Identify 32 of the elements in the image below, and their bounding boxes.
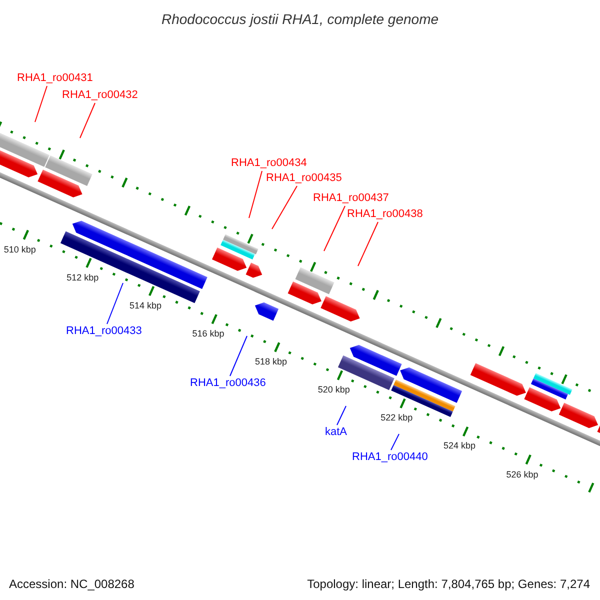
leader-line — [106, 282, 124, 324]
gene-label: RHA1_ro00437 — [313, 192, 389, 205]
leader-line — [230, 336, 248, 376]
gene-label: RHA1_ro00434 — [231, 157, 307, 170]
genome-info-text: Topology: linear; Length: 7,804,765 bp; Genes: 7,274 — [307, 576, 590, 593]
gene-label: RHA1_ro00435 — [266, 172, 342, 185]
scale-label: 512 kbp — [66, 272, 99, 284]
scale-label: 514 kbp — [129, 300, 162, 312]
leader-line — [390, 434, 400, 450]
diagram-title: Rhodococcus jostii RHA1, complete genome — [160, 10, 440, 29]
gene-label: RHA1_ro00436 — [190, 377, 266, 390]
scale-label: 510 kbp — [4, 244, 36, 256]
leader-line — [248, 170, 262, 218]
scale-label: 516 kbp — [192, 328, 224, 340]
gene-label: RHA1_ro00432 — [62, 89, 138, 102]
gene-label: RHA1_ro00440 — [352, 451, 428, 464]
gene-label: RHA1_ro00433 — [66, 325, 142, 338]
scale-label: 518 kbp — [255, 356, 288, 368]
leader-line — [34, 86, 48, 122]
leader-line — [324, 206, 346, 252]
scale-label: 522 kbp — [380, 412, 413, 424]
gene-label: RHA1_ro00438 — [347, 208, 423, 221]
scale-label: 520 kbp — [318, 384, 350, 396]
accession-text: Accession: NC_008268 — [9, 576, 134, 593]
scale-label: 524 kbp — [443, 440, 476, 452]
leader-line — [272, 186, 298, 230]
gene-label: RHA1_ro00431 — [17, 72, 93, 85]
leader-line — [80, 102, 96, 138]
leader-line — [358, 222, 378, 266]
gene-label: katA — [325, 426, 348, 439]
leader-line — [336, 406, 346, 426]
scale-label: 526 kbp — [506, 469, 538, 480]
